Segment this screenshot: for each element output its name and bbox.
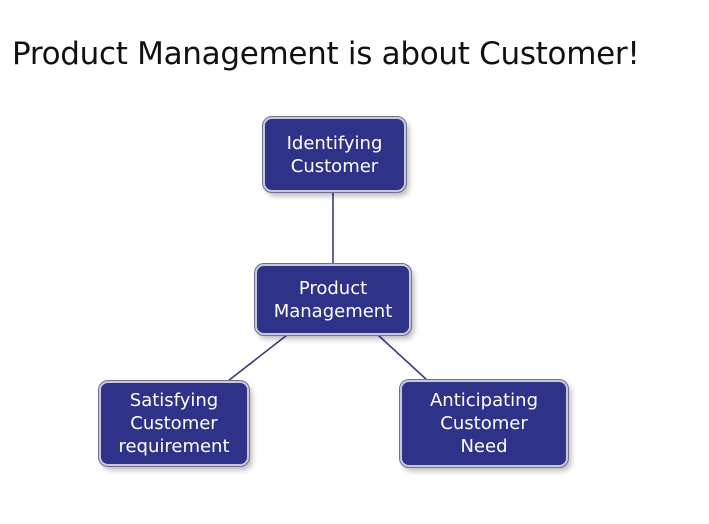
node-anticipating-customer-need: Anticipating Customer Need	[399, 379, 569, 468]
node-label-line: Product	[298, 277, 368, 299]
node-label-line: Need	[460, 436, 508, 457]
node-label: Identifying Customer	[287, 132, 383, 178]
node-label-line: Customer	[440, 413, 528, 434]
node-label-line: Customer	[130, 413, 218, 434]
slide-title: Product Management is about Customer!	[12, 36, 640, 72]
node-label-line: Satisfying	[129, 390, 219, 411]
node-label-line: Identifying	[286, 132, 383, 154]
node-label-line: requirement	[118, 436, 230, 457]
connector-product-anticipating	[377, 334, 428, 381]
node-satisfying-customer-requirement: Satisfying Customer requirement	[98, 380, 250, 467]
node-label: Product Management	[274, 277, 393, 323]
node-label-line: Customer	[290, 155, 379, 177]
node-label: Satisfying Customer requirement	[118, 389, 229, 458]
node-label-line: Management	[273, 300, 393, 322]
node-label-line: Anticipating	[429, 390, 539, 411]
node-label: Anticipating Customer Need	[430, 389, 538, 458]
connector-product-satisfying	[227, 334, 288, 382]
node-identifying-customer: Identifying Customer	[262, 116, 407, 193]
node-product-management: Product Management	[254, 263, 412, 336]
